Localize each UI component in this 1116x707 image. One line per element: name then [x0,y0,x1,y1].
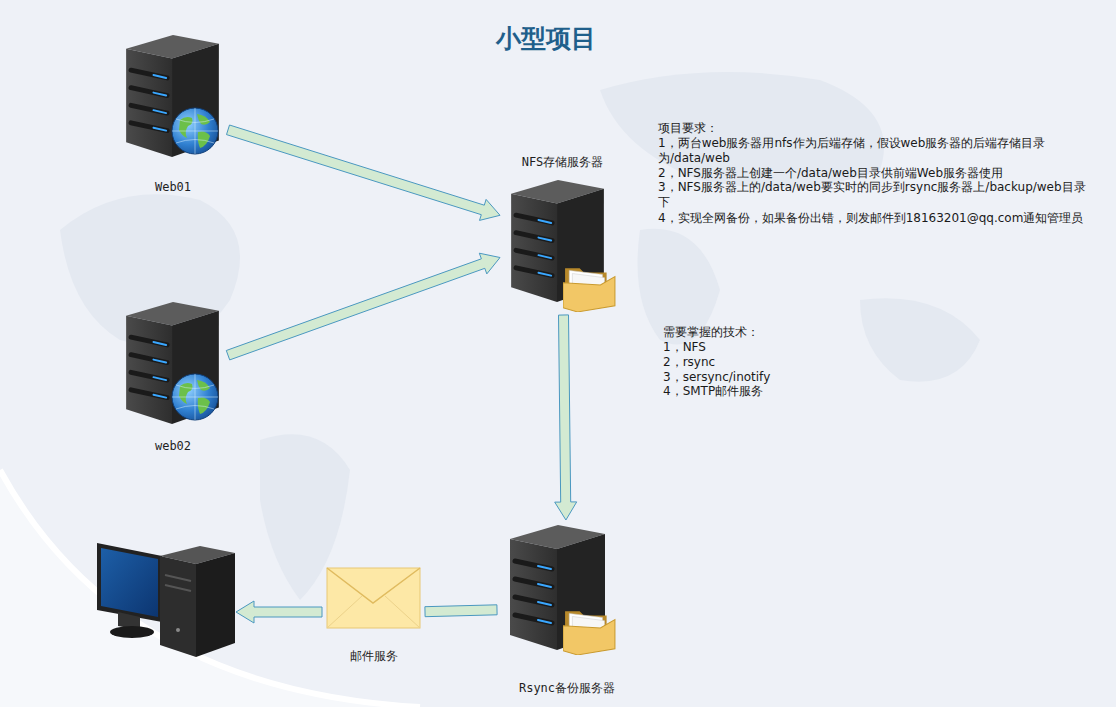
note-text: 3，NFS服务器上的/data/web要实时的同步到rsync服务器上/back… [658,180,1088,210]
flow-arrow [425,605,497,617]
art-part [126,302,219,424]
art-part [196,553,235,657]
note-text: 3，sersync/inotify [663,370,963,385]
art-part [165,575,191,581]
flow-arrow [226,253,500,360]
world-map-watermark [60,72,980,600]
flow-arrow [555,315,577,520]
globe-icon [172,374,218,420]
art-part [110,626,154,638]
note-text: 4，SMTP邮件服务 [663,384,963,399]
folder-icon [563,268,615,312]
art-part [563,268,615,312]
note-text: 1，NFS [663,340,963,355]
note-text: 项目要求： [658,121,1088,136]
swoosh-ground [0,470,420,707]
diagram-title: 小型项目 [496,22,596,55]
node-label: Web01 [155,180,191,195]
art-part [101,548,158,617]
server-icon [126,302,219,424]
mail-node: 邮件服务 [322,562,425,664]
note-text: 2，NFS服务器上创建一个/data/web目录供前端Web服务器使用 [658,166,1088,181]
art-part [327,596,362,628]
folder-icon [563,611,615,655]
server-node: Web01 [118,30,228,195]
art-part [385,596,420,628]
node-label: NFS存储服务器 [522,155,604,170]
globe-icon [172,108,218,154]
note-text: 需要掌握的技术： [663,325,963,340]
server-node: NFS存储服务器 [500,155,625,315]
art-part [126,35,219,157]
art-part [563,611,615,655]
server-node: web02 [118,296,228,454]
mail-arrow [236,601,322,623]
note-text: 2，rsync [663,355,963,370]
art-part [327,568,420,603]
server-icon [126,35,219,157]
server-node: Rsync备份服务器 [497,520,637,696]
art-part [97,543,162,622]
node-label: web02 [155,439,191,454]
art-part [860,298,980,381]
art-part [160,556,196,657]
art-part [172,108,218,154]
note-text: 1，两台web服务器用nfs作为后端存储，假设web服务器的后端存储目录为/da… [658,136,1088,166]
node-label: 邮件服务 [350,649,398,664]
envelope-icon [327,568,420,628]
computer-icon [97,543,235,657]
art-part [165,585,191,591]
art-part [176,628,180,632]
node-label: Rsync备份服务器 [519,681,615,696]
art-part [172,374,218,420]
art-part [327,568,420,628]
flow-arrow [227,125,501,220]
swoosh-edge [0,470,420,707]
note-text: 4，实现全网备份，如果备份出错，则发邮件到18163201@qq.com通知管理… [658,211,1088,226]
